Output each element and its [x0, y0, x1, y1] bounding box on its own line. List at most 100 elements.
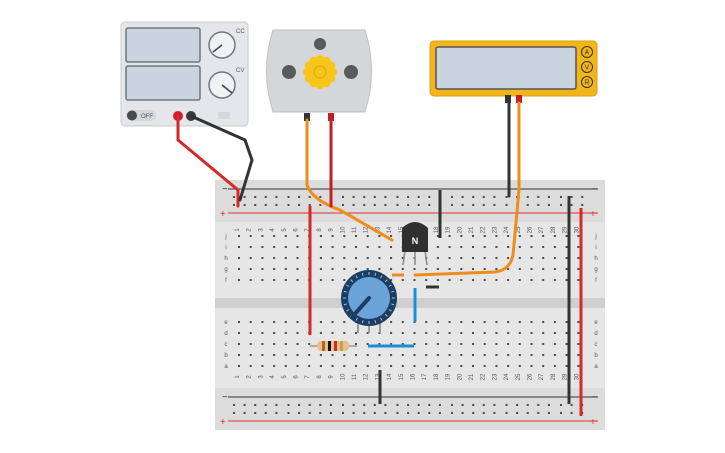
- rail-hole[interactable]: [373, 412, 376, 414]
- strip-hole[interactable]: [273, 332, 276, 334]
- rail-hole[interactable]: [570, 412, 573, 414]
- strip-hole[interactable]: [331, 365, 334, 367]
- strip-hole[interactable]: [507, 321, 510, 323]
- strip-hole[interactable]: [284, 246, 287, 248]
- strip-hole[interactable]: [355, 332, 357, 334]
- strip-hole[interactable]: [284, 257, 287, 259]
- strip-hole[interactable]: [296, 354, 299, 356]
- rail-hole[interactable]: [352, 412, 355, 414]
- rail-hole[interactable]: [547, 412, 550, 414]
- strip-hole[interactable]: [296, 365, 299, 367]
- rail-hole[interactable]: [352, 404, 355, 406]
- rail-hole[interactable]: [537, 404, 540, 406]
- strip-hole[interactable]: [284, 268, 287, 270]
- rail-hole[interactable]: [298, 196, 301, 198]
- strip-hole[interactable]: [553, 365, 556, 367]
- strip-hole[interactable]: [238, 354, 240, 356]
- rail-hole[interactable]: [363, 196, 366, 198]
- strip-hole[interactable]: [518, 365, 521, 367]
- strip-hole[interactable]: [238, 332, 240, 334]
- strip-hole[interactable]: [460, 246, 463, 248]
- strip-hole[interactable]: [366, 246, 369, 248]
- strip-hole[interactable]: [553, 268, 556, 270]
- strip-hole[interactable]: [249, 332, 252, 334]
- strip-hole[interactable]: [425, 343, 428, 345]
- strip-hole[interactable]: [483, 257, 486, 259]
- strip-hole[interactable]: [425, 354, 428, 356]
- strip-hole[interactable]: [273, 321, 276, 323]
- rail-hole[interactable]: [319, 196, 322, 198]
- rail-hole[interactable]: [308, 412, 311, 414]
- rail-hole[interactable]: [560, 404, 562, 406]
- rail-hole[interactable]: [233, 412, 235, 414]
- strip-hole[interactable]: [553, 354, 556, 356]
- rail-hole[interactable]: [537, 412, 540, 414]
- strip-hole[interactable]: [483, 235, 486, 237]
- strip-hole[interactable]: [542, 246, 545, 248]
- strip-hole[interactable]: [390, 257, 393, 259]
- strip-hole[interactable]: [366, 365, 369, 367]
- rail-hole[interactable]: [461, 412, 464, 414]
- strip-hole[interactable]: [355, 257, 357, 259]
- strip-hole[interactable]: [460, 257, 463, 259]
- strip-hole[interactable]: [436, 268, 439, 270]
- strip-hole[interactable]: [448, 235, 451, 237]
- wire-motor-to-collector[interactable]: [305, 118, 394, 242]
- strip-hole[interactable]: [472, 321, 474, 323]
- rail-hole[interactable]: [264, 196, 267, 198]
- strip-hole[interactable]: [413, 354, 416, 356]
- rail-hole[interactable]: [570, 196, 573, 198]
- rail-hole[interactable]: [308, 204, 311, 206]
- rail-hole[interactable]: [407, 196, 410, 198]
- rail-hole[interactable]: [560, 196, 562, 198]
- rail-hole[interactable]: [428, 204, 431, 206]
- strip-hole[interactable]: [436, 365, 439, 367]
- strip-hole[interactable]: [249, 268, 252, 270]
- strip-hole[interactable]: [542, 321, 545, 323]
- rail-hole[interactable]: [407, 204, 410, 206]
- rail-hole[interactable]: [363, 404, 366, 406]
- strip-hole[interactable]: [366, 343, 369, 345]
- strip-hole[interactable]: [261, 354, 264, 356]
- strip-hole[interactable]: [577, 321, 580, 323]
- rail-hole[interactable]: [407, 404, 410, 406]
- strip-hole[interactable]: [472, 235, 474, 237]
- rail-hole[interactable]: [233, 404, 235, 406]
- rail-hole[interactable]: [526, 404, 529, 406]
- strip-hole[interactable]: [401, 257, 404, 259]
- rail-hole[interactable]: [482, 412, 485, 414]
- strip-hole[interactable]: [331, 321, 334, 323]
- rail-hole[interactable]: [451, 404, 453, 406]
- strip-hole[interactable]: [413, 279, 416, 281]
- rail-hole[interactable]: [319, 412, 322, 414]
- rail-hole[interactable]: [363, 412, 366, 414]
- strip-hole[interactable]: [238, 365, 240, 367]
- strip-hole[interactable]: [261, 332, 264, 334]
- strip-hole[interactable]: [238, 279, 240, 281]
- rail-hole[interactable]: [308, 196, 311, 198]
- strip-hole[interactable]: [542, 343, 545, 345]
- strip-hole[interactable]: [553, 321, 556, 323]
- strip-hole[interactable]: [249, 235, 252, 237]
- rail-hole[interactable]: [342, 404, 344, 406]
- strip-hole[interactable]: [448, 365, 451, 367]
- strip-hole[interactable]: [413, 268, 416, 270]
- rail-hole[interactable]: [363, 204, 366, 206]
- rail-hole[interactable]: [287, 204, 290, 206]
- rail-hole[interactable]: [493, 404, 496, 406]
- strip-hole[interactable]: [331, 246, 334, 248]
- rail-hole[interactable]: [396, 412, 399, 414]
- strip-hole[interactable]: [331, 354, 334, 356]
- strip-hole[interactable]: [331, 332, 334, 334]
- rail-hole[interactable]: [461, 204, 464, 206]
- strip-hole[interactable]: [390, 354, 393, 356]
- rail-hole[interactable]: [537, 196, 540, 198]
- strip-hole[interactable]: [238, 343, 240, 345]
- rail-hole[interactable]: [547, 196, 550, 198]
- strip-hole[interactable]: [296, 343, 299, 345]
- strip-hole[interactable]: [343, 354, 346, 356]
- strip-hole[interactable]: [530, 354, 533, 356]
- rail-hole[interactable]: [570, 404, 573, 406]
- strip-hole[interactable]: [507, 365, 510, 367]
- strip-hole[interactable]: [460, 235, 463, 237]
